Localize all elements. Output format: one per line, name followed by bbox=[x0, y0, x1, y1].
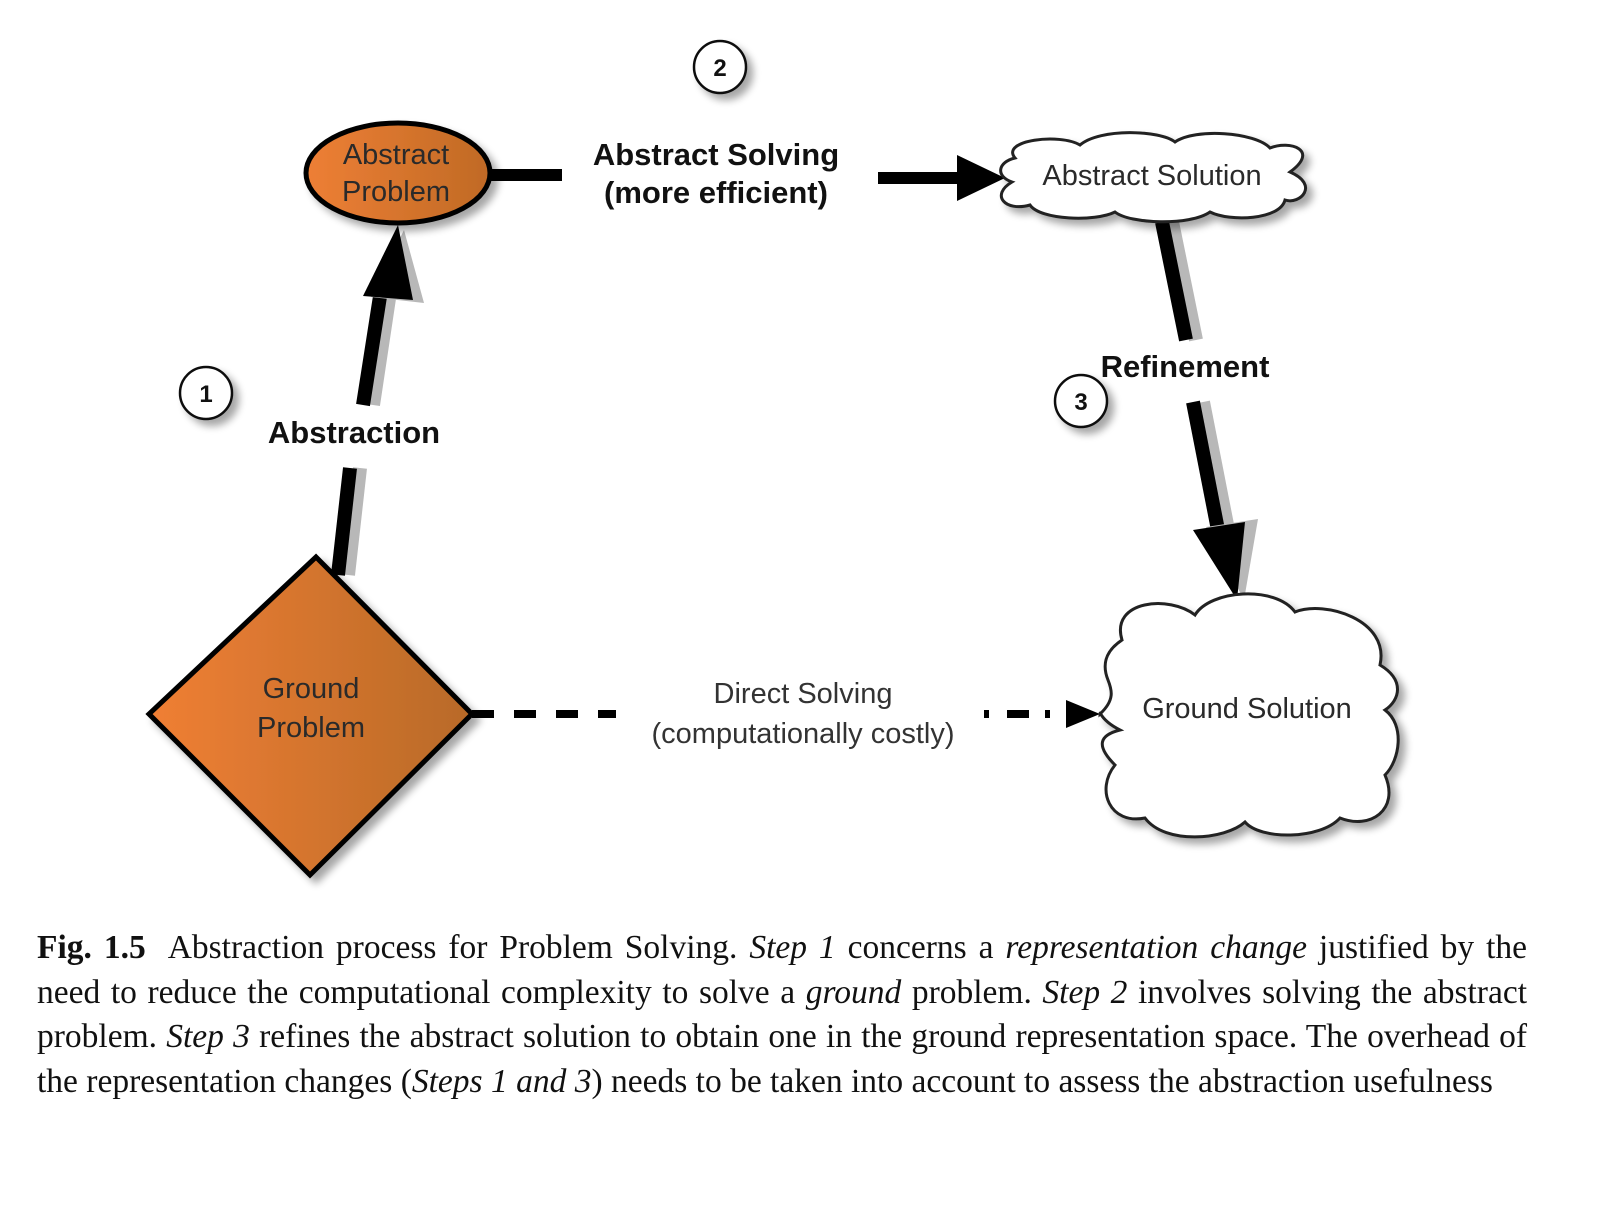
ground-problem-label-line1: Ground bbox=[263, 673, 360, 705]
abstract-problem-node: Abstract Problem bbox=[303, 120, 493, 226]
abstract-solution-shape bbox=[999, 131, 1307, 224]
refinement-arrow-lower bbox=[1186, 400, 1225, 532]
abstract-solving-edge: Abstract Solving (more efficient) 2 bbox=[490, 39, 1005, 210]
caption-run: refines the abstract solution to obtain … bbox=[37, 1018, 1527, 1100]
ground-solution-node: Ground Solution bbox=[1098, 592, 1400, 839]
caption-emphasis: Steps 1 and 3 bbox=[411, 1062, 592, 1100]
refinement-edge: Refinement 3 bbox=[1053, 220, 1270, 600]
abstraction-diagram: Abstraction 1 Abstract Solving (more eff… bbox=[145, 39, 1400, 879]
abstract-problem-label-line1: Abstract bbox=[343, 139, 449, 171]
abstraction-arrow-shadow-lower bbox=[341, 467, 367, 576]
ground-solution-shape bbox=[1098, 592, 1400, 839]
caption-run: involves solving the abstract problem. bbox=[37, 973, 1527, 1056]
abstract-problem-label-line2: Problem bbox=[342, 176, 450, 208]
abstraction-arrow-lower bbox=[331, 467, 357, 576]
caption-run: concerns a bbox=[835, 929, 1006, 966]
direct-solving-label-line1: Direct Solving bbox=[714, 678, 893, 710]
refinement-arrow-upper bbox=[1155, 220, 1193, 342]
caption-run: ) needs to be taken into account to asse… bbox=[591, 1062, 1493, 1100]
caption-emphasis: Step 3 bbox=[166, 1018, 250, 1056]
abstraction-arrow-shadow-upper bbox=[366, 283, 398, 407]
abstraction-edge: Abstraction 1 bbox=[178, 225, 440, 576]
abstract-problem-shape bbox=[303, 120, 493, 226]
refinement-arrow-shadow-upper bbox=[1165, 220, 1203, 342]
caption-emphasis: Step 1 bbox=[749, 929, 836, 966]
abstract-solving-label-line2: (more efficient) bbox=[604, 175, 828, 210]
step-3-number: 3 bbox=[1074, 389, 1087, 416]
caption-text: Abstraction process for Problem Solving.… bbox=[37, 929, 1527, 1100]
step-2-number: 2 bbox=[713, 55, 726, 82]
figure-label: Fig. 1.5 bbox=[37, 929, 146, 966]
caption-emphasis: ground bbox=[805, 973, 902, 1011]
step-2-badge bbox=[692, 39, 748, 95]
ground-problem-node: Ground Problem bbox=[145, 553, 476, 879]
abstract-solving-arrowhead bbox=[957, 155, 1005, 201]
caption-emphasis: Step 2 bbox=[1042, 973, 1128, 1011]
caption-run: Abstraction process for Problem Solving. bbox=[167, 929, 750, 966]
direct-solving-label-line2: (computationally costly) bbox=[652, 718, 955, 750]
direct-solving-arrowhead bbox=[1066, 700, 1100, 728]
caption-run: problem. bbox=[901, 973, 1043, 1011]
step-1-badge bbox=[178, 365, 234, 421]
abstract-solving-label-line1: Abstract Solving bbox=[593, 137, 839, 172]
abstract-solution-label: Abstract Solution bbox=[1042, 160, 1261, 192]
ground-problem-shape bbox=[145, 553, 476, 879]
ground-solution-label: Ground Solution bbox=[1142, 693, 1352, 725]
direct-solving-edge: Direct Solving (computationally costly) bbox=[472, 678, 1100, 750]
step-3-badge bbox=[1053, 373, 1109, 429]
abstraction-arrow-upper bbox=[356, 288, 388, 407]
abstraction-label: Abstraction bbox=[268, 415, 440, 450]
ground-problem-label-line2: Problem bbox=[257, 712, 365, 744]
caption-emphasis: representation change bbox=[1005, 929, 1307, 966]
refinement-label: Refinement bbox=[1101, 349, 1270, 384]
refinement-arrowhead bbox=[1193, 522, 1245, 600]
step-1-number: 1 bbox=[199, 381, 212, 408]
abstract-solution-node: Abstract Solution bbox=[999, 131, 1307, 224]
abstraction-arrowhead bbox=[363, 225, 413, 300]
refinement-arrow-shadow-lower bbox=[1196, 400, 1235, 532]
caption-run: justified by the need to reduce the comp… bbox=[37, 929, 1527, 1011]
